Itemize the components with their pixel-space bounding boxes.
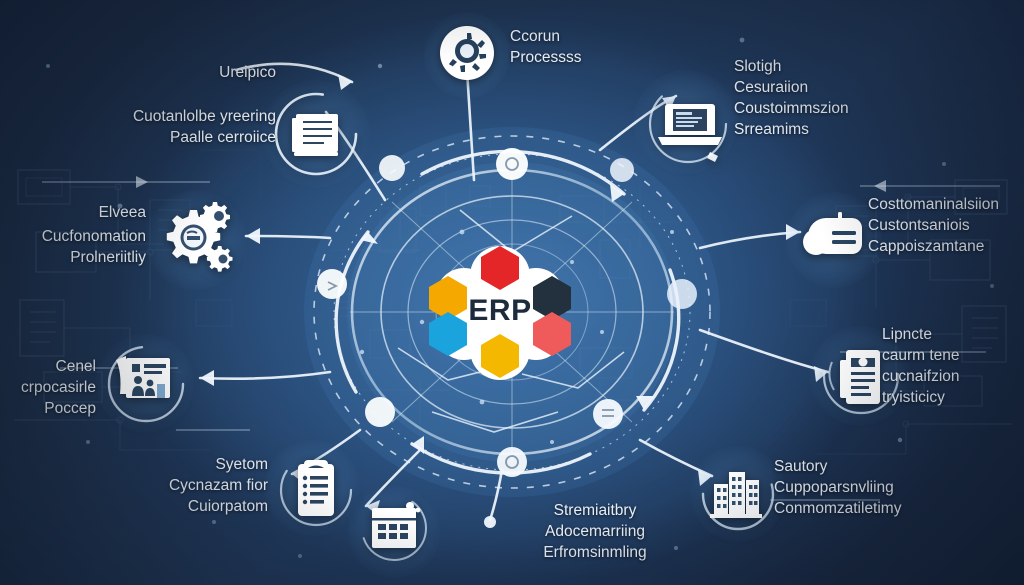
node-left-upper-heading: Elveea — [98, 204, 146, 221]
erp-center-label: ERP — [468, 294, 532, 327]
node-top-left-heading: Ureipico — [219, 64, 276, 81]
node-right-upper-text: Costtomaninalsiion Custontsaniois Cappoi… — [868, 196, 999, 255]
node-left-upper-text: Cucfonomation Prolneriitliy — [41, 228, 146, 266]
node-bottom-center-text: Stremiaitbry Adocemarriing Erfromsinmlin… — [543, 502, 647, 561]
node-bottom-right-text: Sautory Cuppoparsnvliing Conmomzatiletim… — [774, 458, 902, 517]
gear-process-icon — [434, 20, 500, 86]
node-bottom-left-text: Syetom Cycnazam fior Cuiorpatom — [168, 456, 268, 515]
erp-center-logo: ERP — [424, 240, 576, 382]
node-right-lower-text: Lipncte caurm tene cucnaifzion tryistici… — [882, 326, 960, 406]
laptop-icon — [644, 78, 732, 166]
document-report-icon — [270, 88, 362, 180]
calendar-icon — [358, 494, 430, 566]
node-top-center-text: Ccorun Processss — [510, 28, 582, 66]
node-left-lower-text: Cenel crpocasirle Pocceр — [21, 358, 96, 417]
presentation-people-icon — [104, 340, 188, 424]
tag-label-icon — [798, 204, 870, 276]
node-top-left-text: Cuotanlolbe yreering Paalle cerroiice — [132, 108, 276, 146]
buildings-icon — [698, 454, 778, 534]
clipboard-icon — [276, 448, 356, 528]
gears-icon — [156, 196, 238, 278]
node-top-right-text: Slotigh Cesuraiion Coustoimmszion Srream… — [734, 58, 849, 138]
